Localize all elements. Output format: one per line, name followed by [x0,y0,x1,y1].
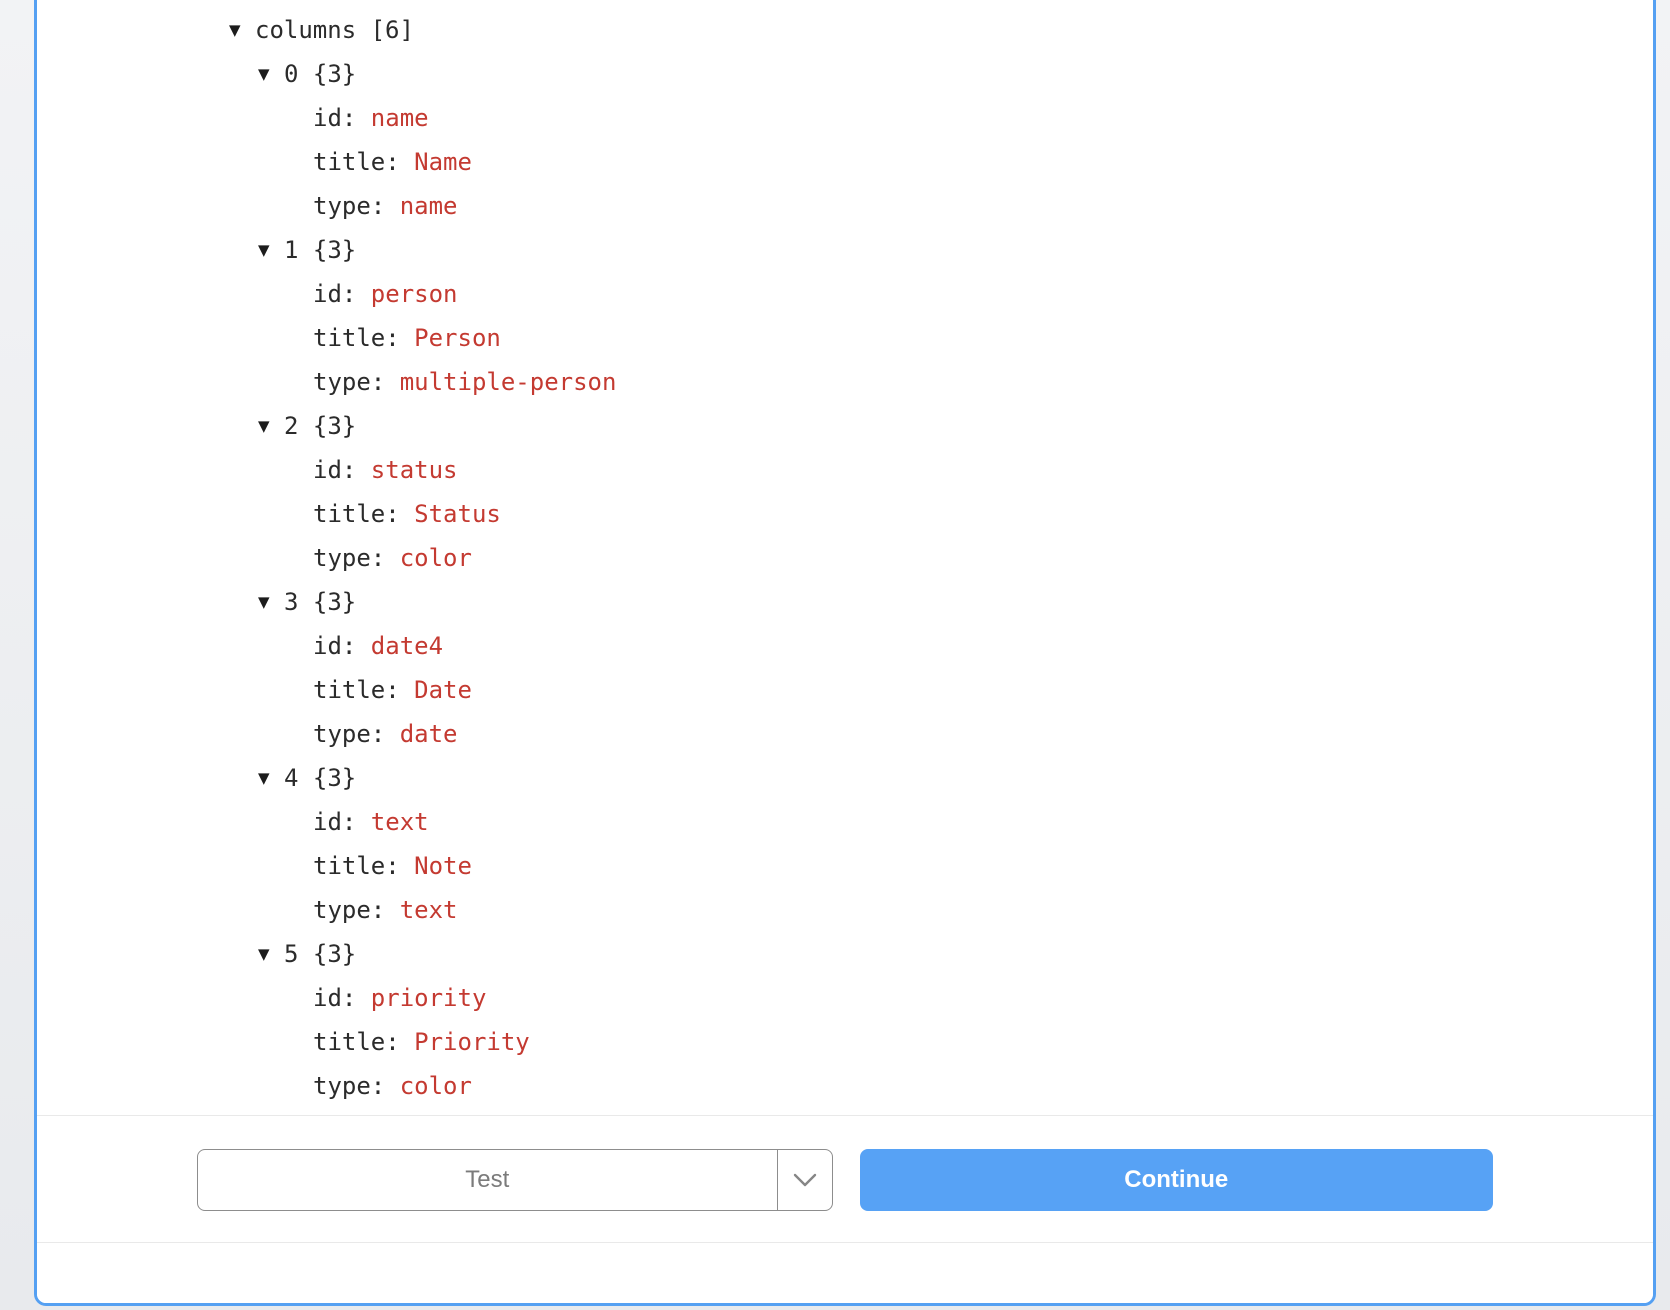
tree-row: ▼ 4 {3} [37,756,1633,800]
modal-footer: Test Continue [37,1115,1653,1242]
tree-key: 1 [284,236,299,264]
tree-row: ▼ 0 {3} [37,52,1633,96]
tree-node-size: {3} [298,588,357,616]
tree-key: 3 [284,588,299,616]
collapse-toggle-icon[interactable]: ▼ [258,65,270,83]
tree-value: Person [414,324,501,352]
tree-key: title: [313,852,415,880]
collapse-toggle-icon[interactable]: ▼ [258,241,270,259]
tree-row: title: Person [37,316,1633,360]
test-select-value: Test [465,1166,510,1193]
tree-key: type: [313,192,400,220]
collapse-toggle-icon[interactable]: ▼ [258,417,270,435]
tree-row: type: color [37,536,1633,580]
tree-row: type: text [37,888,1633,932]
tree-row: title: Name [37,140,1633,184]
tree-value: name [399,192,458,220]
tree-key: id: [313,808,371,836]
tree-row: ▼ columns [6] [37,8,1633,52]
tree-row: id: priority [37,976,1633,1020]
tree-key: type: [313,544,400,572]
continue-button[interactable]: Continue [859,1149,1493,1211]
tree-row: ▼ 3 {3} [37,580,1633,624]
tree-key: title: [313,148,415,176]
tree-key: type: [313,720,400,748]
tree-row: id: text [37,800,1633,844]
tree-key: id: [313,104,371,132]
tree-key: 5 [284,940,299,968]
tree-key: title: [313,324,415,352]
tree-value: color [399,544,472,572]
tree-key: id: [313,456,371,484]
tree-row: title: Priority [37,1020,1633,1064]
tree-value: Note [414,852,472,880]
tree-key: title: [313,676,415,704]
tree-key: type: [313,896,400,924]
tree-node-size: {3} [298,60,357,88]
chevron-down-icon[interactable] [776,1150,832,1210]
tree-key: 0 [284,60,299,88]
tree-row: type: name [37,184,1633,228]
tree-value: priority [370,984,487,1012]
tree-row: type: date [37,712,1633,756]
tree-row: ▼ 1 {3} [37,228,1633,272]
tree-key: title: [313,500,415,528]
tree-key: id: [313,632,371,660]
tree-value: Priority [414,1028,530,1056]
tree-node-size: {3} [298,412,357,440]
tree-value: status [370,456,458,484]
tree-key: 2 [284,412,299,440]
tree-node-size: {3} [298,940,357,968]
tree-value: name [370,104,429,132]
tree-value: Name [414,148,472,176]
tree-row: type: color [37,1064,1633,1108]
tree-value: Date [414,676,472,704]
tree-value: text [370,808,429,836]
tree-key: 4 [284,764,299,792]
tree-value: color [399,1072,472,1100]
tree-value: person [370,280,458,308]
tree-key: columns [255,16,357,44]
tree-row: type: multiple-person [37,360,1633,404]
tree-row: ▼ 5 {3} [37,932,1633,976]
tree-node-size: [6] [356,16,414,44]
tree-key: type: [313,368,400,396]
tree-row: id: status [37,448,1633,492]
tree-value: multiple-person [399,368,617,396]
tree-key: id: [313,984,371,1012]
collapse-toggle-icon[interactable]: ▼ [258,593,270,611]
tree-row: id: date4 [37,624,1633,668]
tree-node-size: {3} [298,236,357,264]
collapse-toggle-icon[interactable]: ▼ [258,945,270,963]
collapse-toggle-icon[interactable]: ▼ [229,21,241,39]
tree-value: date [399,720,458,748]
tree-row: id: name [37,96,1633,140]
tree-value: date4 [370,632,444,660]
tree-value: Status [414,500,501,528]
tree-row: title: Note [37,844,1633,888]
tree-node-size: {3} [298,764,357,792]
tree-row: id: person [37,272,1633,316]
tree-key: type: [313,1072,400,1100]
tree-row: title: Status [37,492,1633,536]
tree-key: title: [313,1028,415,1056]
collapse-toggle-icon[interactable]: ▼ [258,769,270,787]
tree-value: text [399,896,458,924]
tree-row: ▼ 2 {3} [37,404,1633,448]
test-select[interactable]: Test [197,1149,833,1211]
tree-key: id: [313,280,371,308]
modal-bottom-strip [37,1242,1653,1303]
tree-row: title: Date [37,668,1633,712]
